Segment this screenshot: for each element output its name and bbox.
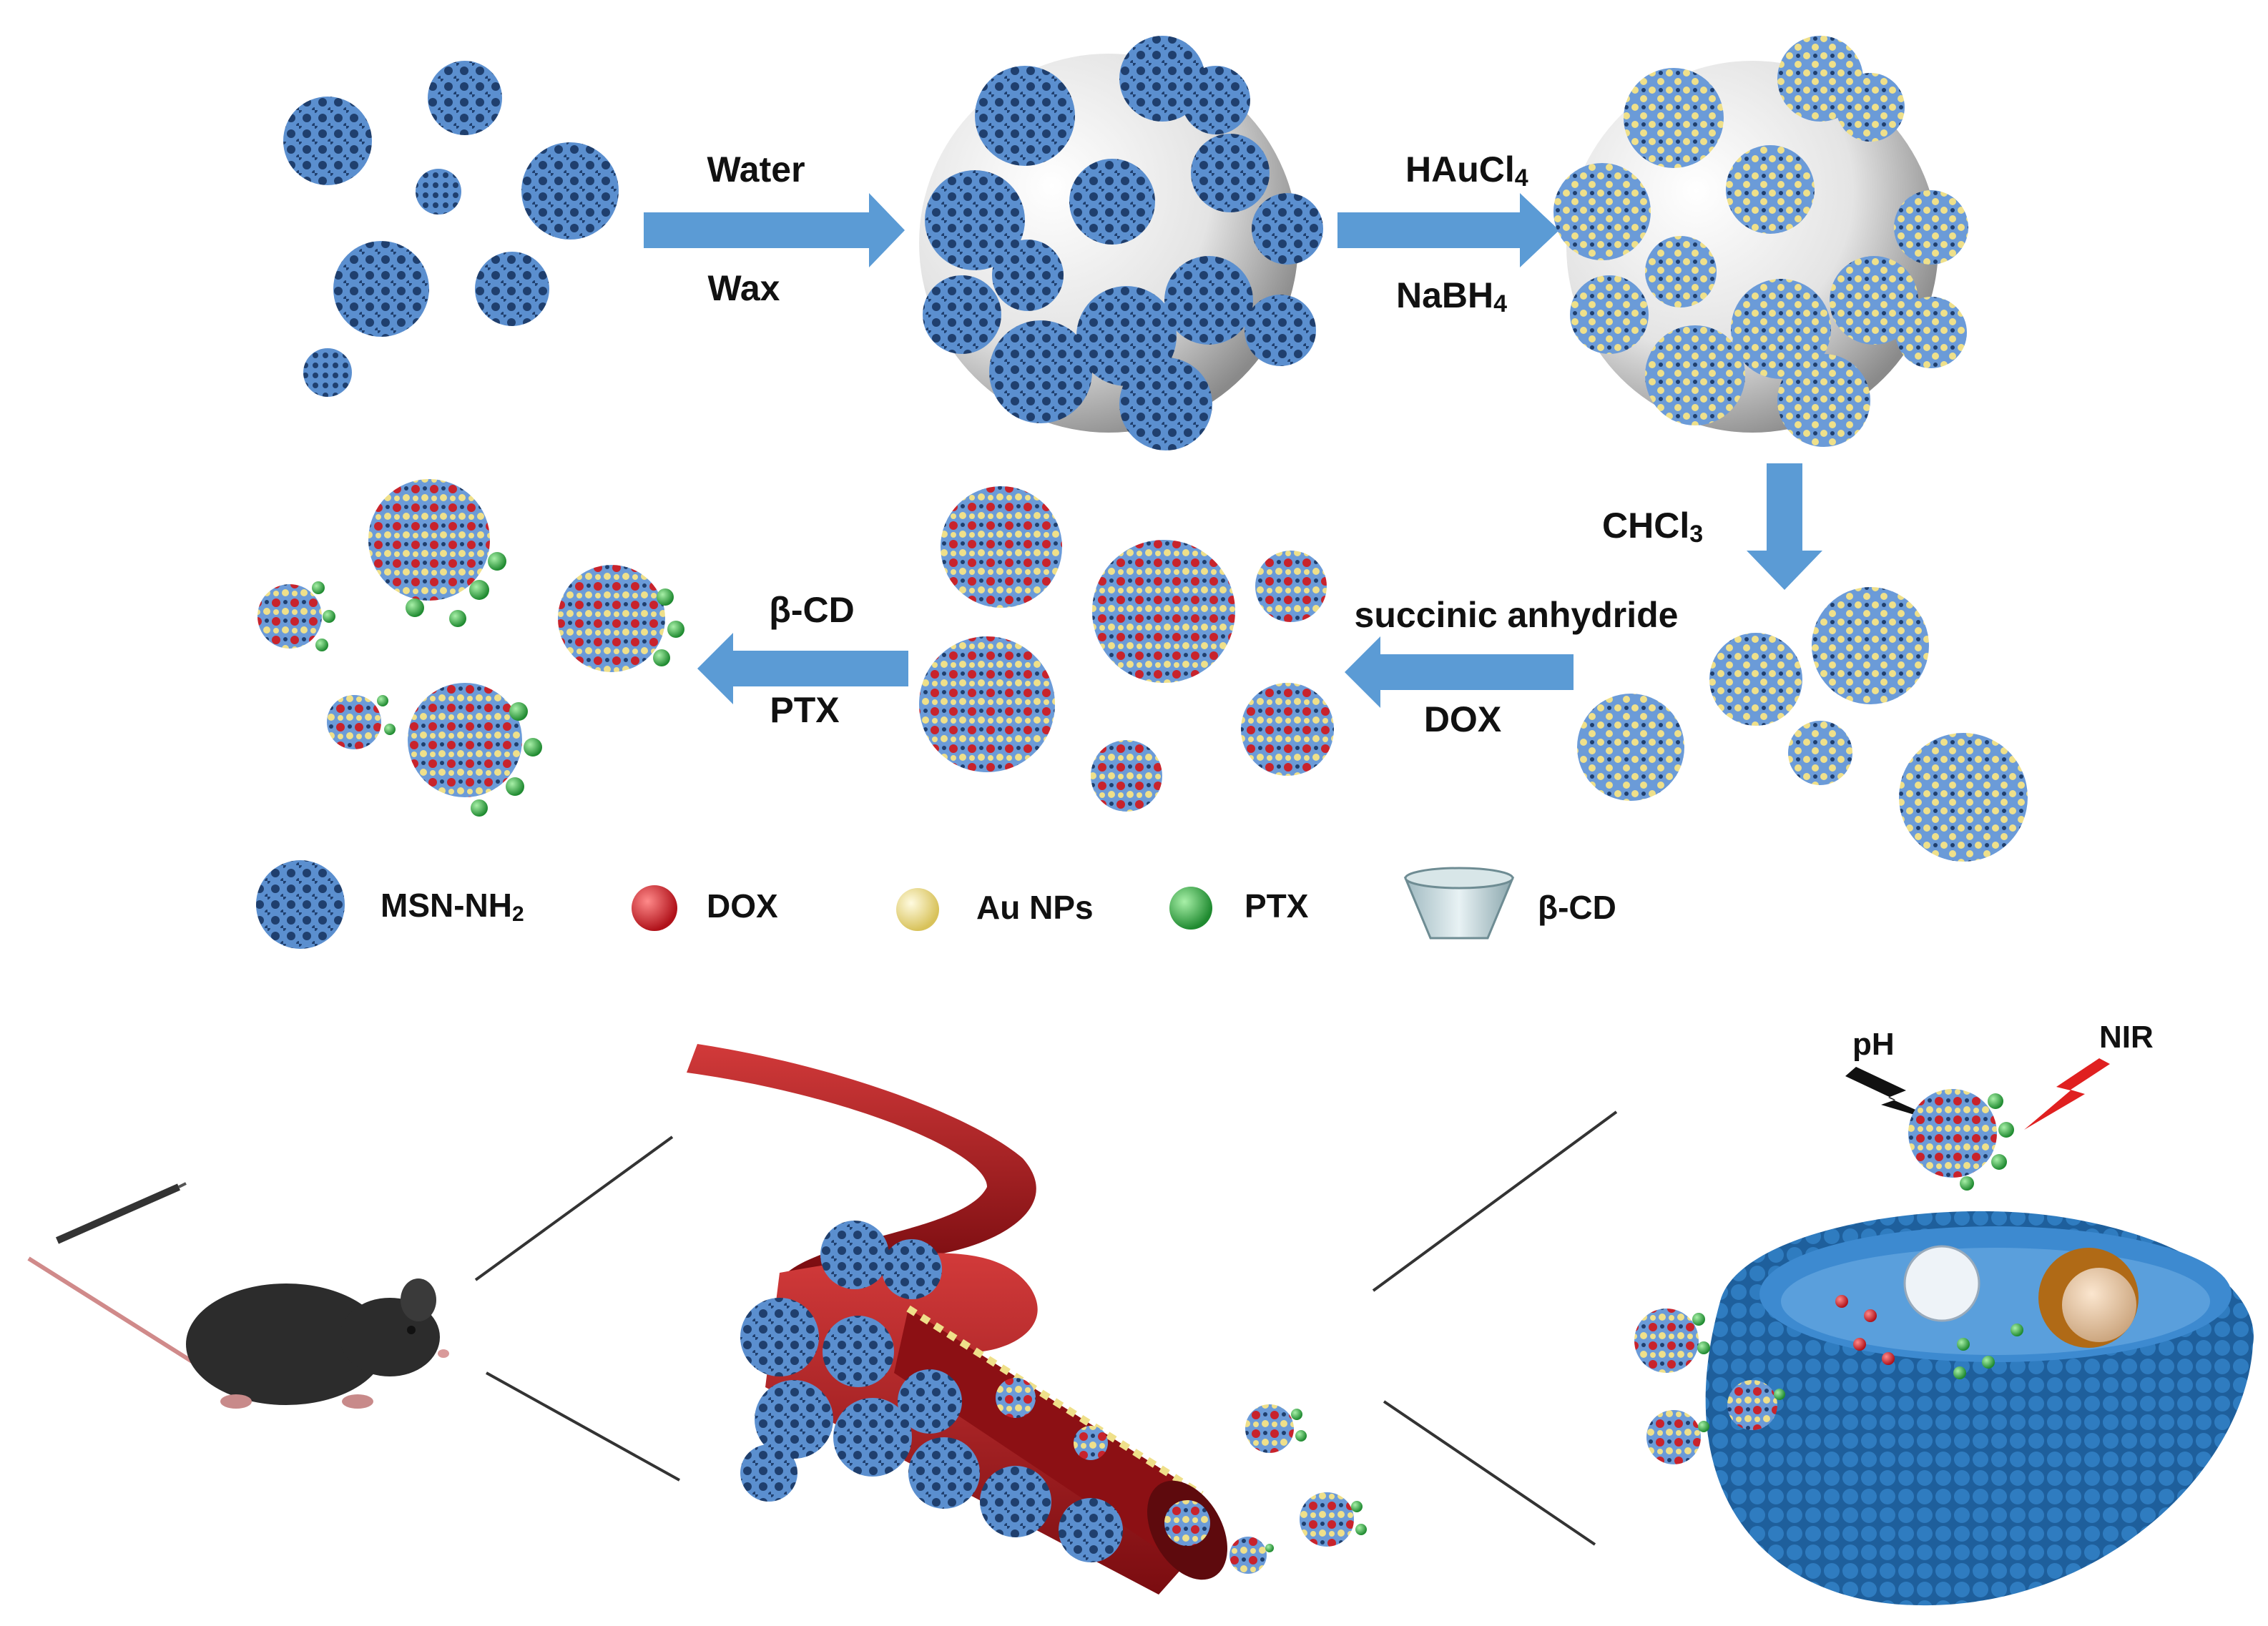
step1-top-label: Water [707,149,805,189]
step3-label: CHCl3 [1602,506,1703,548]
msn-particle [303,348,352,397]
step2-top-label: HAuCl4 [1405,149,1528,192]
step1-bottom-label: Wax [708,268,780,308]
msn-particle [283,97,372,185]
legend-cd-swatch [1403,867,1515,940]
legend-dox-swatch [632,885,677,931]
wax-sphere-au-msn [1553,36,1968,447]
step4-bottom-label: DOX [1424,699,1501,739]
nir-lightning-icon [2024,1058,2110,1130]
step5-arrow: β-CD PTX [697,590,908,730]
blood-vessel [687,1044,1227,1595]
msn-particle [428,61,502,135]
final-nanoparticles-group [257,479,684,817]
zoom-line [1372,1110,1618,1292]
tumor-cell [1634,1211,2254,1606]
legend-ptx-label: PTX [1245,887,1309,925]
legend-msn-swatch [256,860,345,949]
escaping-particles [1229,1404,1367,1574]
zoom-line [486,1371,680,1482]
step5-top-label: β-CD [769,590,854,630]
step5-bottom-label: PTX [770,690,839,730]
ph-label: pH [1852,1027,1895,1062]
legend-au-label: Au NPs [976,889,1094,926]
msn-particle [475,252,549,326]
wax-sphere-msn [919,36,1323,450]
legend-au-swatch [896,888,939,931]
legend-cd-label: β-CD [1538,889,1616,926]
msn-particle [416,169,461,215]
step1-arrow: Water Wax [644,149,905,308]
stimuli-group: pH NIR [1845,1020,2154,1191]
zoom-line [474,1135,674,1281]
msn-particle [333,241,429,337]
legend-ptx-swatch [1169,887,1212,930]
step2-bottom-label: NaBH4 [1396,275,1507,317]
nir-label: NIR [2099,1020,2154,1055]
au-msn-particles-group [1577,587,2028,862]
msn-particle [521,142,619,240]
dox-loaded-particles-group [919,486,1334,812]
ph-lightning-icon [1845,1067,1953,1126]
zoom-line [1383,1400,1596,1546]
step3-arrow: CHCl3 [1602,463,1822,590]
legend-msn-label: MSN-NH2 [381,887,524,926]
msn-nanoparticles-group [283,61,619,397]
step4-arrow: succinic anhydride DOX [1345,595,1678,739]
step4-top-label: succinic anhydride [1355,595,1679,635]
legend: MSN-NH2 DOX Au NPs PTX β-CD [256,860,1616,949]
mouse-illustration [27,1182,449,1409]
legend-dox-label: DOX [707,887,778,925]
step2-arrow: HAuCl4 NaBH4 [1337,149,1559,317]
